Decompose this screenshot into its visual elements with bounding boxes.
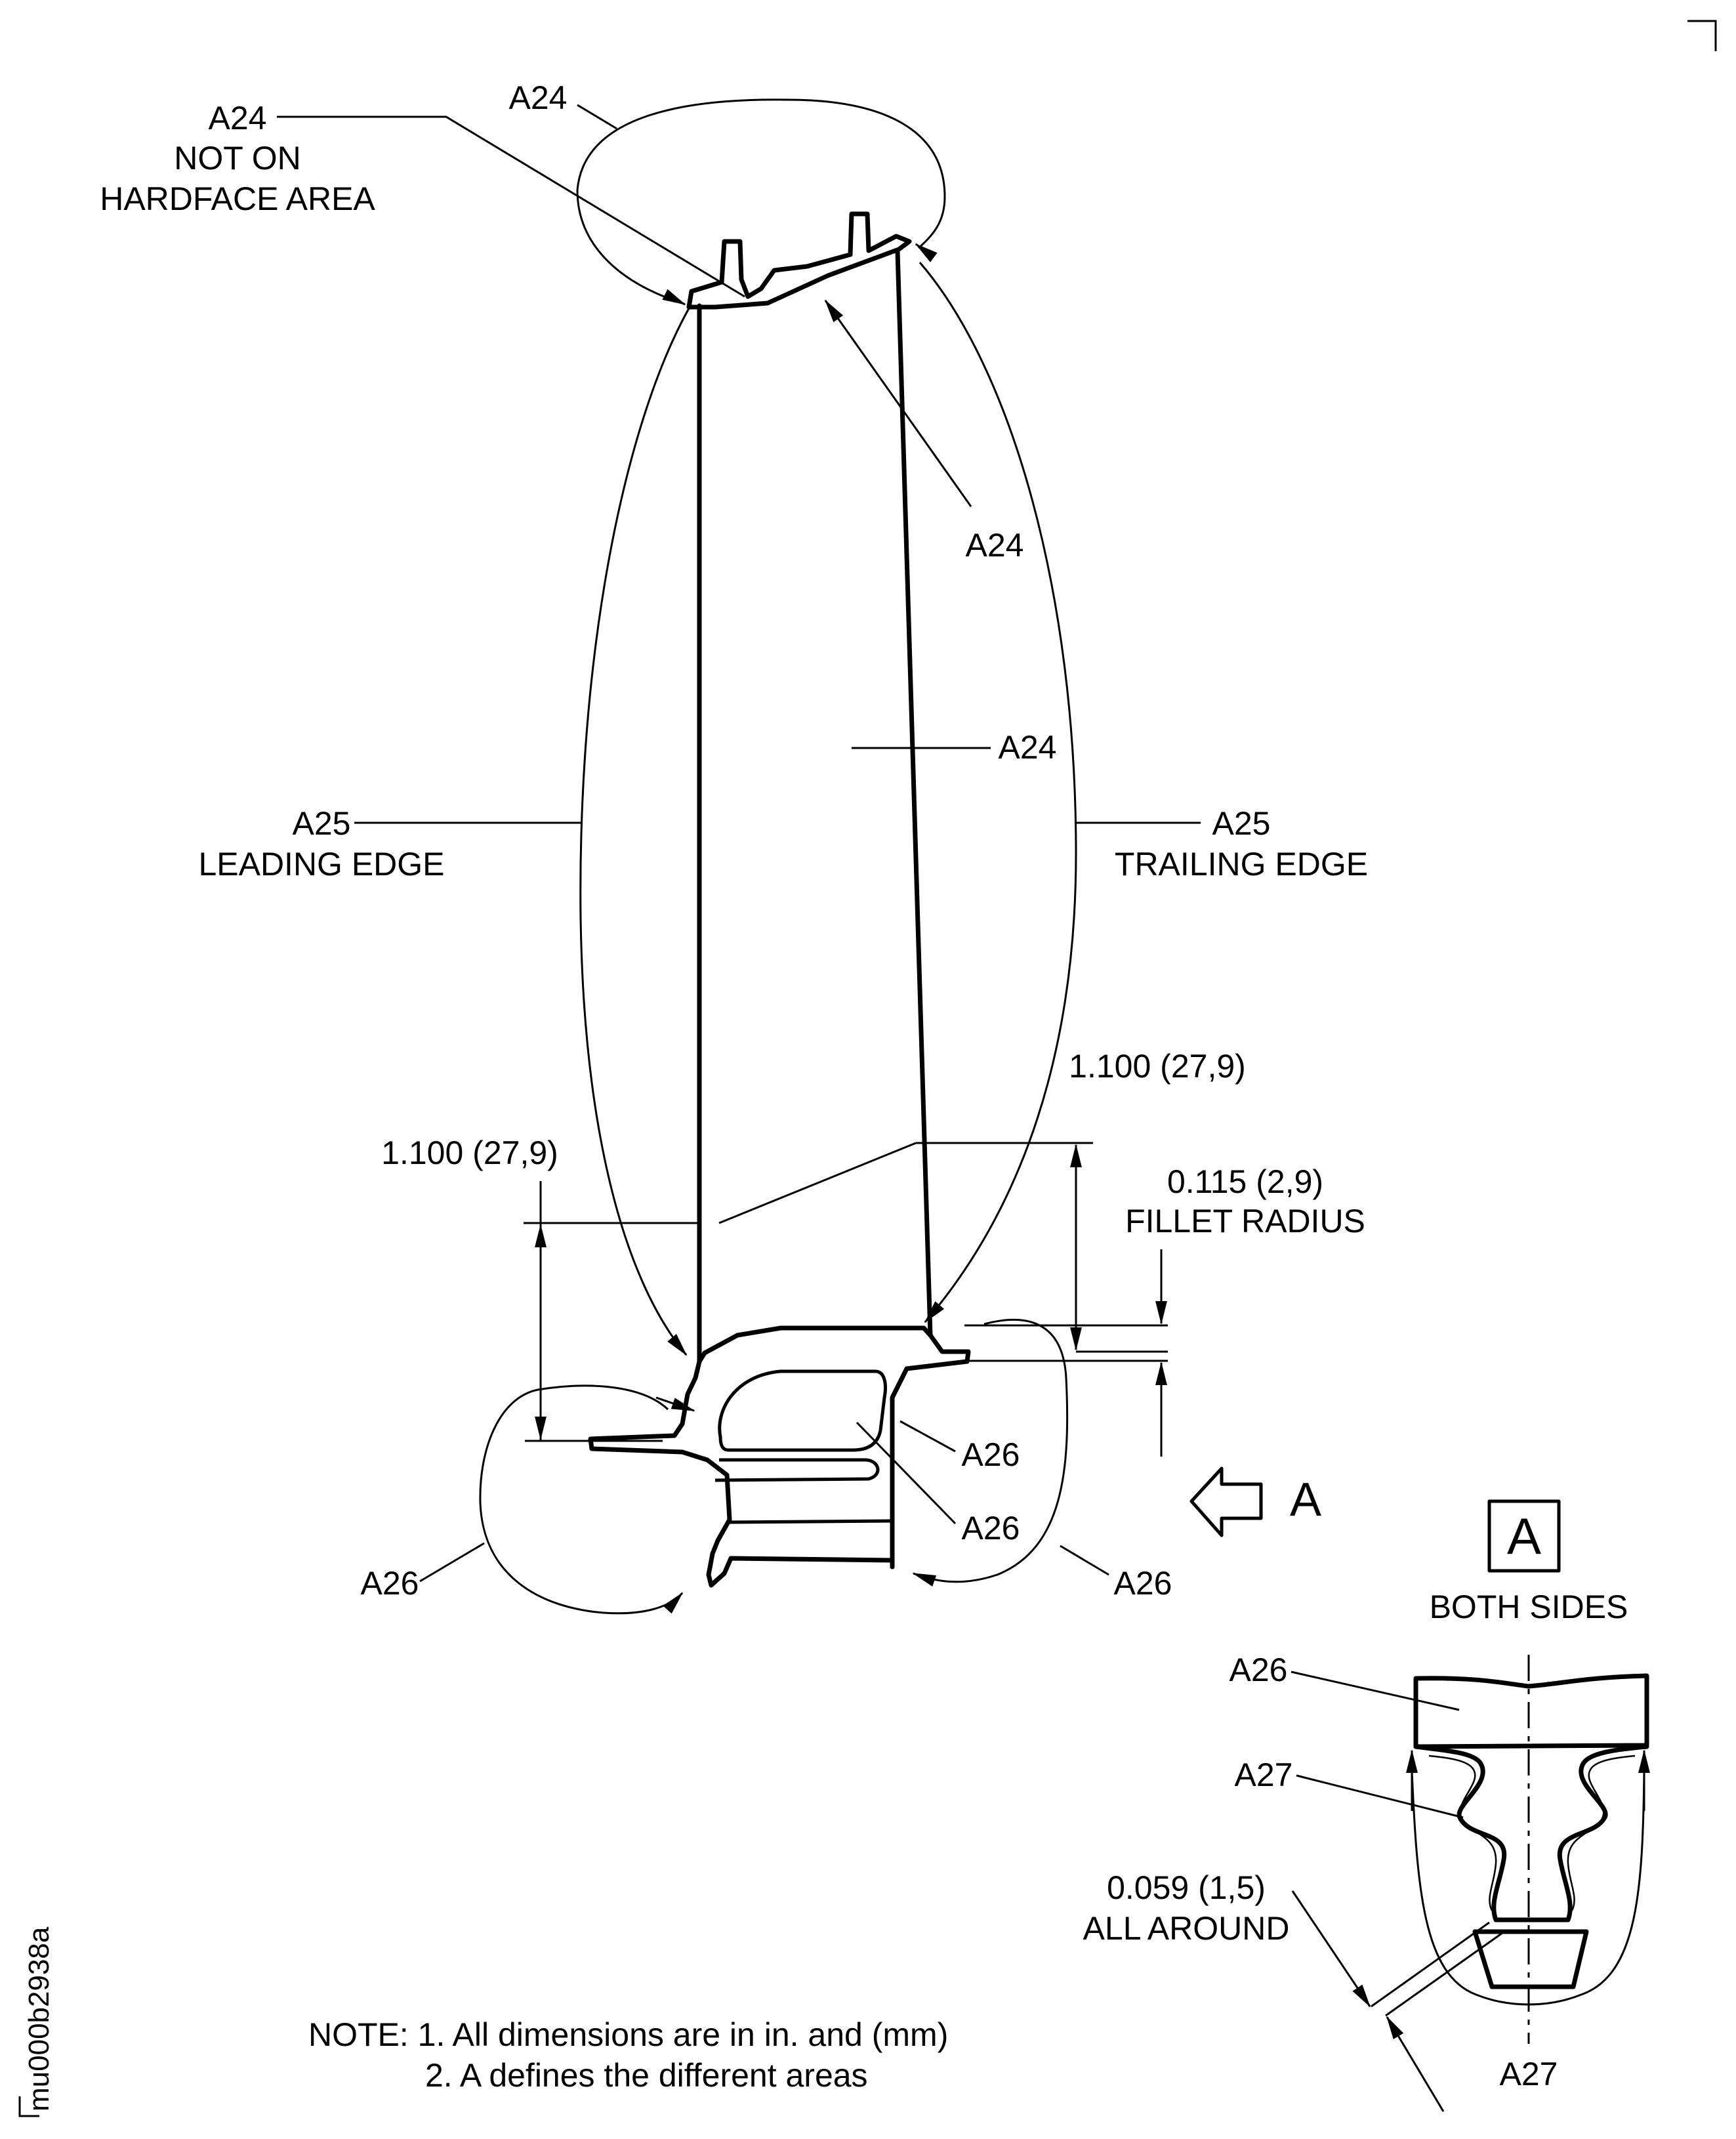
label-a26-detail: A26 <box>1230 1651 1288 1688</box>
label-a25-right-2: TRAILING EDGE <box>1115 846 1368 883</box>
label-dim-left: 1.100 (27,9) <box>381 1134 558 1171</box>
label-a25-right-1: A25 <box>1212 805 1271 842</box>
label-a25-left-2: LEADING EDGE <box>198 846 444 883</box>
blade-outline <box>588 211 971 1588</box>
label-both-sides: BOTH SIDES <box>1430 1589 1628 1625</box>
label-a26-inner-2: A26 <box>962 1510 1020 1547</box>
label-fillet-1: 0.115 (2,9) <box>1167 1163 1323 1200</box>
note-line-1: NOTE: 1. All dimensions are in in. and (… <box>308 2016 948 2053</box>
figure-id: mu000b2938a <box>23 1926 55 2111</box>
label-a24-hardface-1: A24 <box>209 100 267 136</box>
label-a24-hardface-3: HARDFACE AREA <box>100 180 375 217</box>
corner-mark <box>1687 20 1717 51</box>
leaders <box>277 104 1201 1583</box>
label-dim-detail-1: 0.059 (1,5) <box>1107 1869 1266 1906</box>
dimensions <box>524 1142 1263 1537</box>
label-a26-left: A26 <box>361 1565 419 1602</box>
label-a26-right: A26 <box>1114 1565 1172 1602</box>
label-a25-left-1: A25 <box>293 805 351 842</box>
label-view-box: A <box>1507 1507 1541 1565</box>
label-a24-top: A24 <box>509 79 568 116</box>
label-a24-mid: A24 <box>999 729 1057 766</box>
figure-id-bracket <box>18 2096 39 2117</box>
label-a24-hardface-2: NOT ON <box>174 140 301 177</box>
label-view-arrow: A <box>1290 1474 1321 1526</box>
note-line-2: 2. A defines the different areas <box>425 2057 868 2094</box>
label-a26-inner-1: A26 <box>962 1436 1020 1473</box>
label-dim-right: 1.100 (27,9) <box>1069 1048 1246 1085</box>
label-a27-detail: A27 <box>1235 1756 1293 1793</box>
detail-view-a <box>1291 1499 1650 2112</box>
area-boundaries <box>479 98 1077 1615</box>
label-a27-bottom: A27 <box>1500 2056 1558 2092</box>
label-fillet-2: FILLET RADIUS <box>1125 1203 1365 1239</box>
label-dim-detail-2: ALL AROUND <box>1083 1910 1290 1947</box>
labels: A24 NOT ON HARDFACE AREA A24 A24 A24 A25… <box>23 79 1628 2111</box>
label-a24-upper-right: A24 <box>966 527 1024 564</box>
